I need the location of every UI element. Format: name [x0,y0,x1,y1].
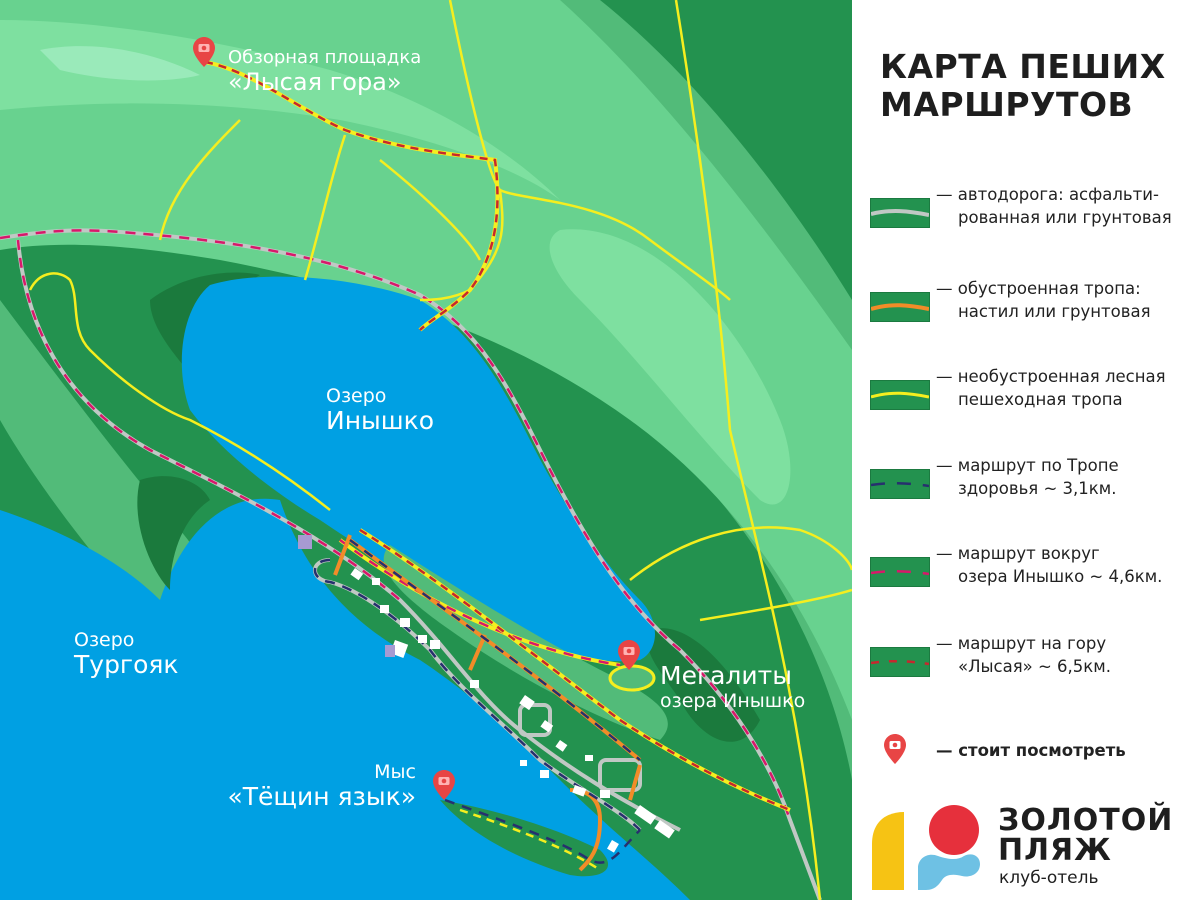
legend-label: — маршрут на гору «Лысая» ~ 6,5км. [936,634,1111,676]
camera-pin-icon[interactable] [193,37,215,67]
camera-pin-icon [884,734,906,764]
label-line: Мыс [374,761,416,783]
mountain-route-swatch-icon [870,647,930,677]
label-bald-mountain: Обзорная площадка «Лысая гора» [228,48,421,96]
label-line: «Тёщин язык» [227,781,416,811]
camera-pin-icon[interactable] [618,640,640,670]
legend-item-forest-path: — необустроенная лесная пешеходная тропа [870,366,1200,426]
map-canvas [0,0,852,900]
label-lake-inyshko: Озеро Инышко [326,386,434,434]
legend-label: — маршрут по Тропе здоровья ~ 3,1км. [936,456,1119,498]
legend-label: — необустроенная лесная пешеходная тропа [936,367,1166,409]
legend-item-road: — автодорога: асфальти- рованная или гру… [870,184,1200,244]
legend-item-built-path: — обустроенная тропа: настил или грунтов… [870,278,1200,338]
road-swatch-icon [870,198,930,228]
label-line: Обзорная площадка [228,47,422,68]
label-line: озера Инышко [660,690,806,712]
legend-label: — стоит посмотреть [936,741,1126,760]
hiking-map: Обзорная площадка «Лысая гора» Озеро Ины… [0,0,852,900]
title-line: МАРШРУТОВ [880,84,1134,124]
label-line: Инышко [326,405,435,435]
camera-pin-icon[interactable] [433,770,455,800]
logo-subtitle: клуб-отель [999,868,1099,888]
legend-item-lake-route: — маршрут вокруг озера Инышко ~ 4,6км. [870,543,1200,603]
label-lake-turgoyak: Озеро Тургояк [74,630,179,678]
label-line: Озеро [326,385,387,407]
legend-label: — автодорога: асфальти- рованная или гру… [936,185,1172,227]
label-line: Озеро [74,629,135,651]
label-megaliths: Мегалиты озера Инышко [660,662,805,712]
label-cape: Мыс «Тёщин язык» [196,762,416,810]
lake-route-swatch-icon [870,557,930,587]
legend-label: — обустроенная тропа: настил или грунтов… [936,279,1151,321]
label-line: Тургояк [74,649,179,679]
legend-label: — маршрут вокруг озера Инышко ~ 4,6км. [936,544,1163,586]
legend-title: КАРТА ПЕШИХ МАРШРУТОВ [880,48,1166,124]
forest-path-swatch-icon [870,380,930,410]
legend-panel: КАРТА ПЕШИХ МАРШРУТОВ — автодорога: асфа… [852,0,1200,900]
label-line: Мегалиты [660,661,792,690]
built-path-swatch-icon [870,292,930,322]
legend-item-mountain-route: — маршрут на гору «Лысая» ~ 6,5км. [870,633,1200,693]
hotel-logo: ЗОЛОТОЙ ПЛЯЖ клуб-отель [866,800,1196,895]
logo-name: ЗОЛОТОЙ ПЛЯЖ [998,803,1174,868]
legend-item-health-route: — маршрут по Тропе здоровья ~ 3,1км. [870,455,1200,515]
logo-mark-icon [872,805,980,890]
health-route-swatch-icon [870,469,930,499]
legend-item-worth-seeing: — стоит посмотреть [870,734,1200,794]
title-line: КАРТА ПЕШИХ [880,47,1166,86]
label-line: «Лысая гора» [228,68,402,97]
